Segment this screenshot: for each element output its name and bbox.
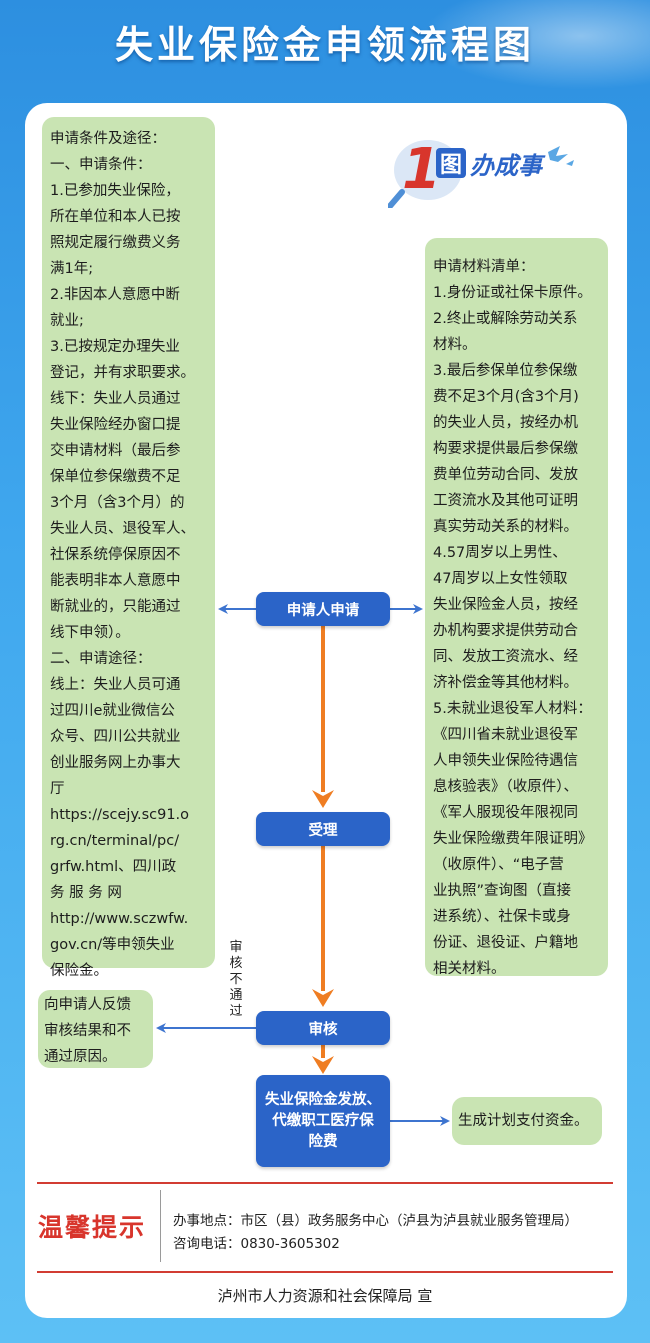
material-line: 1.身份证或社保卡原件。 — [433, 285, 592, 301]
material-line: 办机构要求提供劳动合 — [433, 623, 578, 639]
materials-list-panel: 申请材料清单： 1.身份证或社保卡原件。 2.终止或解除劳动关系材料。 3.最后参保单… — [425, 238, 608, 977]
condition-line: 能表明非本人意愿中 — [50, 573, 181, 589]
condition-line: grfw.html、四川政 — [50, 859, 177, 875]
feedback-box: 向申请人反馈审核结果和不通过原因。 — [38, 990, 153, 1068]
arrow-accept-to-review-head — [312, 989, 334, 1007]
condition-line: rg.cn/terminal/pc/ — [50, 833, 180, 849]
material-line: 3.最后参保单位参保缴 — [433, 363, 578, 379]
tip-top-rule — [37, 1182, 613, 1184]
condition-line: 一、申请条件： — [50, 157, 152, 173]
condition-line: 失业人员、退役军人、 — [50, 521, 195, 537]
feedback-line: 通过原因。 — [44, 1049, 117, 1065]
condition-line: 众号、四川公共就业 — [50, 729, 181, 745]
material-line: 济补偿金等其他材料。 — [433, 675, 578, 691]
logo-bird-icon — [548, 146, 568, 162]
page-title: 失业保险金申领流程图 — [114, 23, 535, 67]
tip-title: 温馨提示 — [38, 1213, 147, 1242]
material-line: （收原件）、“电子营 — [433, 857, 564, 873]
material-line: 费单位劳动合同、发放 — [433, 467, 578, 483]
material-line: 申请材料清单： — [433, 259, 535, 275]
condition-line: gov.cn/等申领失业 — [50, 937, 175, 953]
material-line: 息核验表》（收原件）、 — [433, 779, 578, 795]
issue-benefit-node: 失业保险金发放、代缴职工医疗保险费 — [256, 1075, 390, 1167]
material-line: 《军人服现役年限视同 — [433, 805, 578, 821]
condition-line: 照规定履行缴费义务 — [50, 235, 181, 251]
logo-magnifier-handle — [388, 189, 405, 208]
condition-line: 厅 — [50, 781, 65, 797]
issue-node-line: 失业保险金发放、 — [265, 1091, 381, 1108]
condition-line: 3.已按规定办理失业 — [50, 339, 180, 355]
condition-line: 过四川e就业微信公 — [50, 703, 175, 719]
applicant-apply-node: 申请人申请 — [256, 592, 390, 626]
material-line: 47周岁以上女性领取 — [433, 571, 568, 587]
material-line: 的失业人员，按经办机 — [433, 415, 578, 431]
material-line: 材料。 — [433, 337, 477, 353]
tip-bottom-rule — [37, 1271, 613, 1273]
accept-node: 受理 — [256, 812, 390, 846]
condition-line: 线上：失业人员可通 — [50, 677, 181, 693]
tip-divider — [160, 1190, 161, 1262]
one-picture-logo: 1 图 办成事 — [388, 137, 574, 208]
issue-node-line: 代缴职工医疗保 — [272, 1112, 374, 1129]
generate-payment-box: 生成计划支付资金。 — [452, 1097, 602, 1145]
condition-line: 3个月（含3个月）的 — [50, 495, 185, 511]
condition-line: 保单位参保缴费不足 — [50, 469, 181, 485]
condition-line: 务 服 务 网 — [50, 885, 122, 901]
feedback-line: 审核结果和不 — [44, 1023, 131, 1039]
condition-line: 申请条件及途径： — [50, 131, 166, 147]
material-line: 《四川省未就业退役军 — [433, 727, 578, 743]
condition-line: 线下：失业人员通过 — [50, 391, 181, 407]
condition-line: 所在单位和本人已按 — [50, 209, 181, 225]
arrow-apply-to-accept-head — [312, 790, 334, 808]
condition-line: https://scejy.sc91.o — [50, 807, 190, 823]
header-decoration — [420, 0, 650, 90]
material-line: 5.未就业退役军人材料： — [433, 701, 592, 717]
logo-badge-bg — [436, 148, 466, 178]
arrow-review-to-issue-head — [312, 1056, 334, 1074]
condition-line: 交申请材料（最后参 — [50, 443, 181, 459]
material-line: 同、发放工资流水、经 — [433, 649, 578, 665]
material-line: 4.57周岁以上男性、 — [433, 545, 567, 561]
material-line: 份证、退役证、户籍地 — [433, 935, 578, 951]
tip-address: 办事地点：市区（县）政务服务中心（泸县为泸县就业服务管理局） — [173, 1213, 578, 1229]
condition-line: 满1年; — [50, 261, 94, 277]
logo-number: 1 — [402, 137, 441, 202]
material-line: 进系统）、社保卡或身 — [433, 909, 571, 925]
material-line: 失业保险金人员，按经 — [433, 597, 578, 613]
logo-bird-small-icon — [566, 160, 574, 166]
condition-line: 线下申领）。 — [50, 625, 130, 641]
condition-line: 就业; — [50, 313, 84, 329]
condition-line: 创业服务网上办事大 — [50, 755, 181, 771]
condition-line: 断就业的，只能通过 — [50, 599, 181, 615]
logo-badge-text: 图 — [440, 153, 462, 178]
material-line: 相关材料。 — [433, 961, 506, 977]
issue-node-line: 险费 — [308, 1133, 338, 1150]
material-line: 真实劳动关系的材料。 — [433, 519, 578, 535]
condition-line: 失业保险经办窗口提 — [50, 417, 181, 433]
feedback-line: 向申请人反馈 — [44, 997, 131, 1013]
condition-line: 1.已参加失业保险， — [50, 183, 180, 199]
material-line: 费不足3个月(含3个月) — [433, 389, 579, 405]
review-rejected-label: 审核不通过 — [229, 940, 243, 1019]
material-line: 工资流水及其他可证明 — [433, 493, 578, 509]
material-line: 业执照”查询图（直接 — [433, 883, 572, 899]
material-line: 失业保险缴费年限证明》 — [433, 831, 593, 847]
condition-line: 2.非因本人意愿中断 — [50, 287, 180, 303]
application-conditions-panel: 申请条件及途径： 一、申请条件： 1.已参加失业保险， 所在单位和本人已按照规定履行缴… — [42, 117, 215, 979]
tip-phone: 咨询电话：0830-3605302 — [173, 1236, 340, 1252]
material-line: 人申领失业保险待遇信 — [433, 753, 578, 769]
condition-line: 社保系统停保原因不 — [50, 547, 181, 563]
review-node: 审核 — [256, 1011, 390, 1045]
material-line: 构要求提供最后参保缴 — [433, 441, 578, 457]
material-line: 2.终止或解除劳动关系 — [433, 311, 578, 327]
footer-publisher: 泸州市人力资源和社会保障局 宣 — [217, 1287, 433, 1305]
condition-line: 登记，并有求职要求。 — [50, 365, 195, 381]
logo-text: 办成事 — [470, 152, 546, 180]
condition-line: 保险金。 — [50, 963, 108, 979]
condition-line: http://www.sczwfw. — [50, 911, 189, 927]
condition-line: 二、申请途径： — [50, 651, 152, 667]
